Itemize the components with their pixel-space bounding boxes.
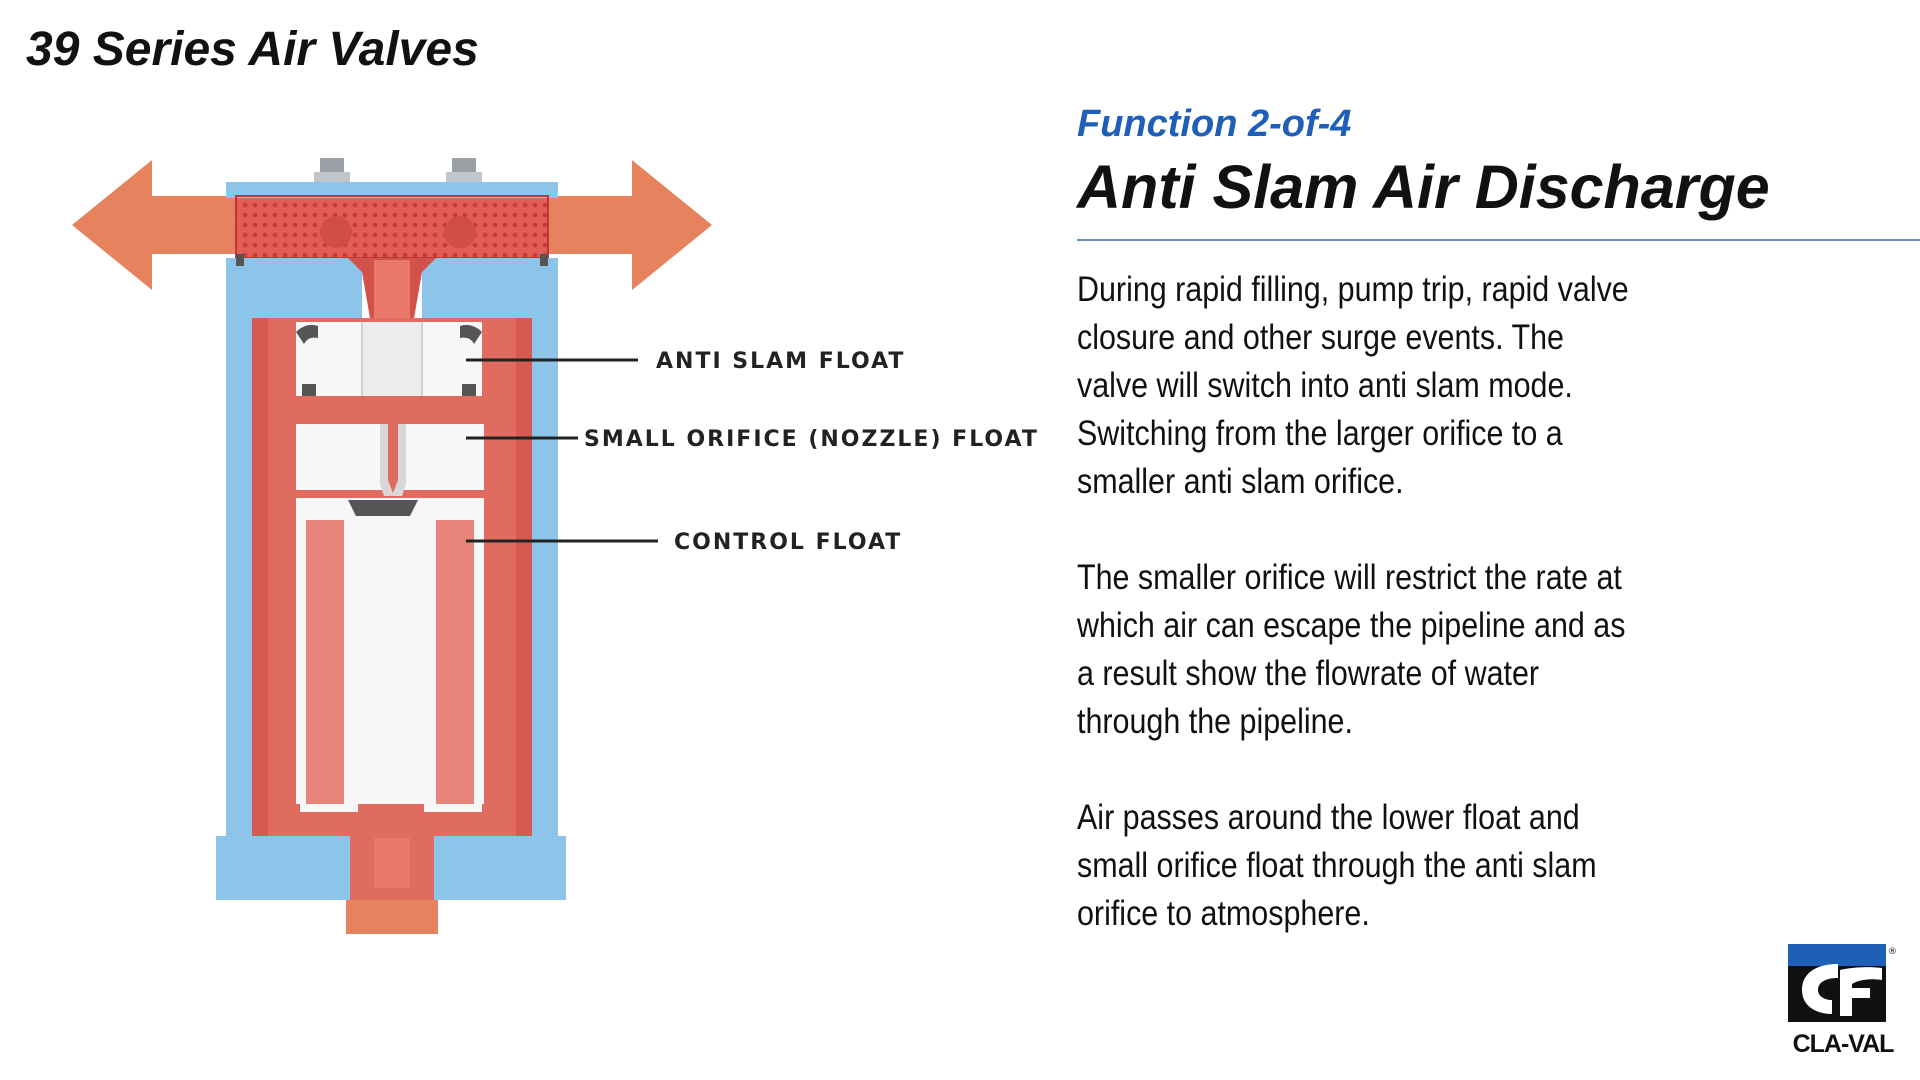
valve-body-left-wall (226, 328, 252, 836)
anti-slam-float (296, 322, 482, 396)
top-bolts (314, 158, 482, 186)
function-panel: Function 2-of-4 Anti Slam Air Discharge (1077, 100, 1920, 226)
small-orifice-float (296, 424, 484, 496)
cla-val-logo: ® CLA-VAL (1784, 944, 1902, 1062)
description-paragraph: During rapid filling, pump trip, rapid v… (1077, 270, 1629, 501)
valve-base (216, 836, 362, 900)
discharge-screen (236, 198, 548, 258)
valve-inlet (346, 900, 438, 934)
valve-body-right-wall (532, 328, 558, 836)
cla-val-logo-icon: ® (1788, 944, 1897, 1022)
page-title: 39 Series Air Valves (26, 23, 479, 76)
control-float (296, 498, 484, 804)
valve-cap (226, 258, 362, 328)
right-discharge-arrow (548, 160, 712, 290)
function-description: During rapid filling, pump trip, rapid v… (1077, 266, 1634, 986)
description-paragraph: The smaller orifice will restrict the ra… (1077, 558, 1626, 741)
air-valve-cutaway-diagram: ANTI SLAM FLOAT SMALL ORIFICE (NOZZLE) F… (72, 158, 1039, 934)
top-cover-plate (226, 182, 558, 198)
function-label: Function 2-of-4 (1077, 103, 1352, 145)
cla-val-logo-text: CLA-VAL (1792, 1030, 1895, 1058)
left-discharge-arrow (72, 160, 236, 290)
callout-control-float: CONTROL FLOAT (674, 530, 902, 555)
heading-divider (1077, 239, 1920, 241)
description-paragraph: Air passes around the lower float and sm… (1077, 798, 1597, 933)
callout-anti-slam-float: ANTI SLAM FLOAT (656, 349, 905, 374)
registered-mark: ® (1888, 947, 1897, 957)
callout-small-orifice-float: SMALL ORIFICE (NOZZLE) FLOAT (584, 427, 1039, 452)
function-heading: Anti Slam Air Discharge (1077, 153, 1770, 221)
